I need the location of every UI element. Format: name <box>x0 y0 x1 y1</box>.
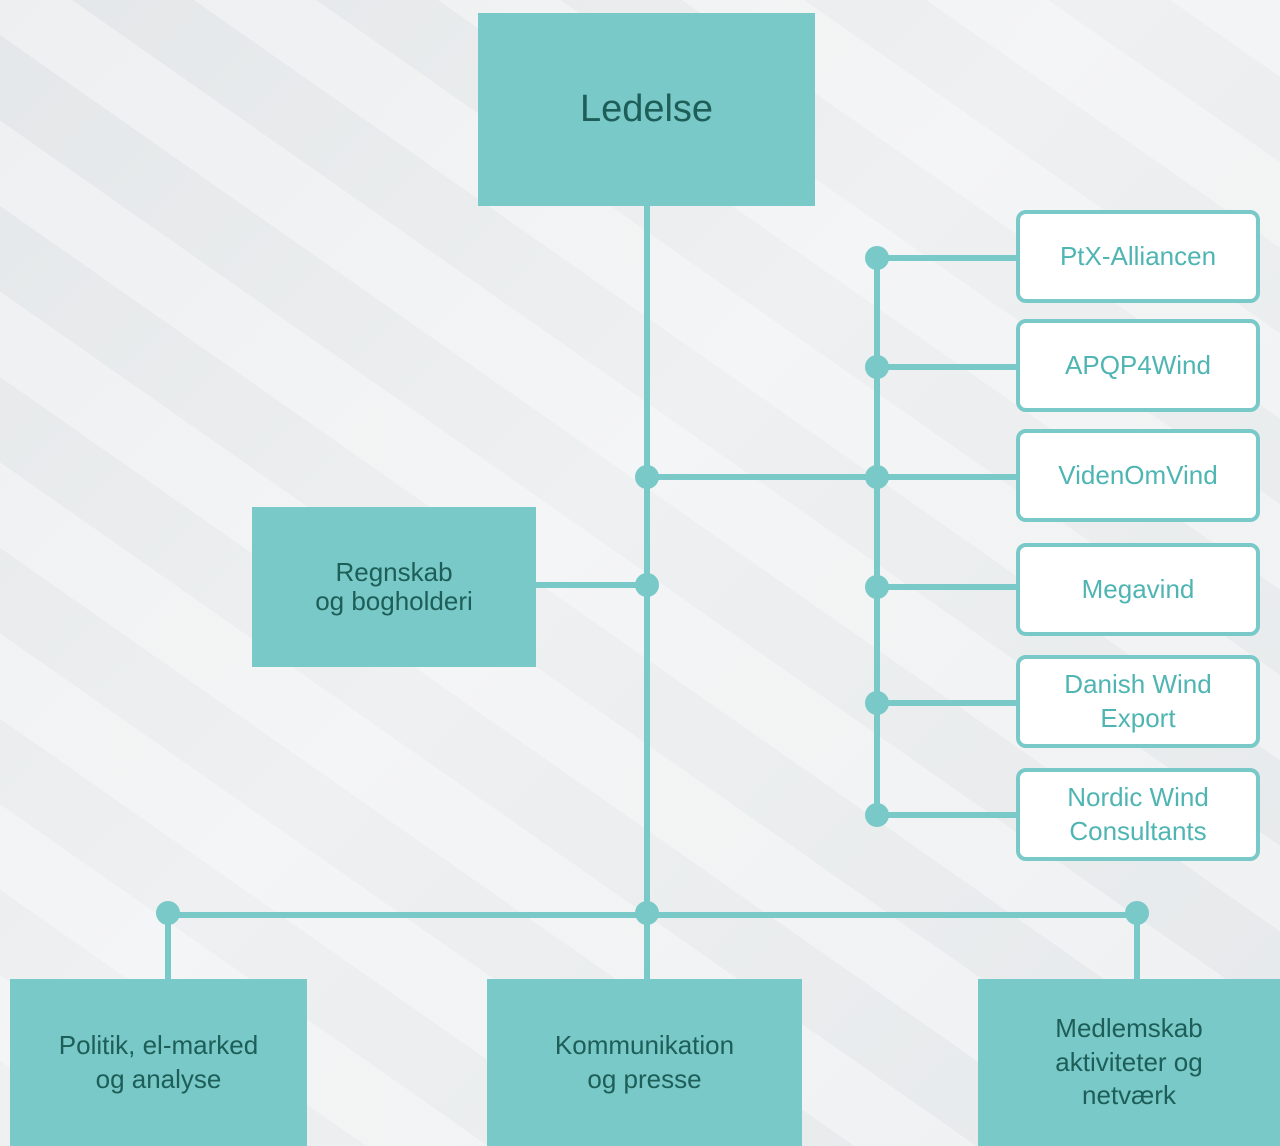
node-nordic-wind-consultants-label: Nordic Wind Consultants <box>1067 781 1209 846</box>
node-apqp4wind: APQP4Wind <box>1016 319 1260 412</box>
node-danish-wind-export: Danish Wind Export <box>1016 655 1260 748</box>
node-videnomvind-label: VidenOmVind <box>1058 459 1218 490</box>
junction-dot <box>865 575 889 599</box>
node-megavind: Megavind <box>1016 543 1260 636</box>
node-medlemskab: Medlemskab aktiviteter og netværk <box>978 979 1280 1146</box>
junction-dot <box>865 465 889 489</box>
node-politik-label: Politik, el-marked og analyse <box>58 1029 259 1094</box>
node-danish-wind-export-label: Danish Wind Export <box>1064 668 1212 733</box>
node-kommunikation: Kommunikation og presse <box>487 979 802 1146</box>
node-ledelse-label: Ledelse <box>579 87 714 130</box>
junction-dot <box>865 355 889 379</box>
node-medlemskab-label: Medlemskab aktiviteter og netværk <box>1055 1012 1203 1111</box>
node-ledelse: Ledelse <box>478 13 815 206</box>
node-megavind-label: Megavind <box>1081 573 1195 604</box>
junction-dot <box>1125 901 1149 925</box>
junction-dot <box>635 573 659 597</box>
node-videnomvind: VidenOmVind <box>1016 429 1260 522</box>
junction-dot <box>865 803 889 827</box>
node-apqp4wind-label: APQP4Wind <box>1065 349 1211 380</box>
node-regnskab: Regnskab og bogholderi <box>252 507 536 667</box>
junction-dot <box>865 246 889 270</box>
junction-dot <box>635 901 659 925</box>
node-ptx-alliancen: PtX-Alliancen <box>1016 210 1260 303</box>
junction-dot <box>865 691 889 715</box>
node-regnskab-label: Regnskab og bogholderi <box>315 557 473 616</box>
junction-dot <box>635 465 659 489</box>
node-nordic-wind-consultants: Nordic Wind Consultants <box>1016 768 1260 861</box>
node-politik: Politik, el-marked og analyse <box>10 979 307 1146</box>
junction-dot <box>156 901 180 925</box>
node-kommunikation-label: Kommunikation og presse <box>554 1029 735 1094</box>
node-ptx-alliancen-label: PtX-Alliancen <box>1059 240 1217 271</box>
